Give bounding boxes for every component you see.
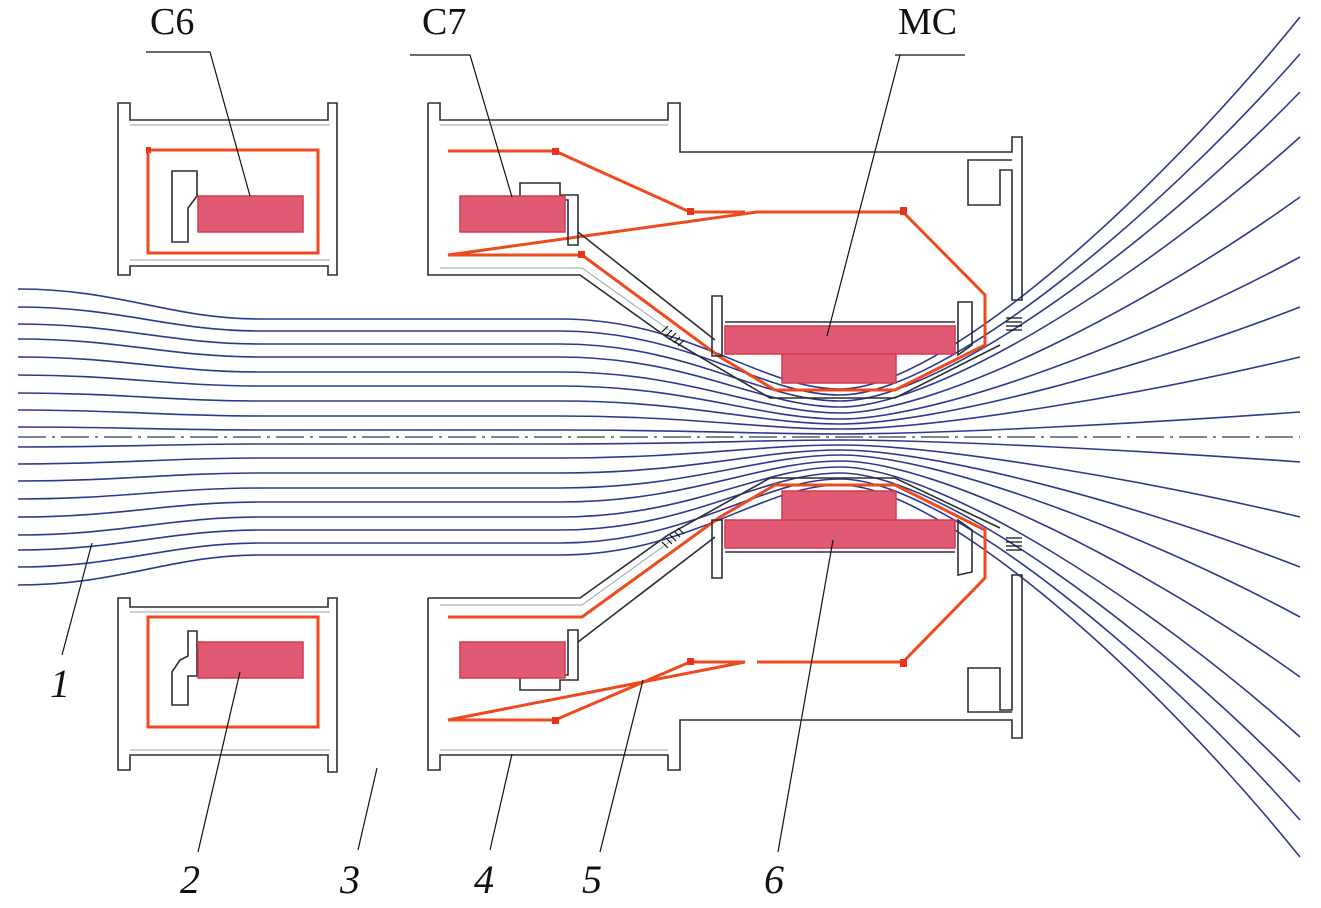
c7-upper-coil: [459, 195, 566, 233]
field-line: [17, 196, 1301, 414]
shield-marker: [687, 658, 694, 665]
label-6: 6: [764, 857, 784, 902]
leader-5: [599, 679, 644, 853]
leader-mc: [826, 54, 965, 337]
c7-upper-housing-profile: [427, 103, 1001, 399]
c6-lower-housing: [117, 597, 338, 773]
leader-4: [489, 753, 513, 851]
label-2: 2: [180, 857, 200, 902]
c7-lower-coil: [459, 641, 566, 679]
label-3: 3: [339, 857, 360, 902]
mc-upper-flanges: [711, 295, 973, 357]
leader-2: [197, 671, 241, 853]
c6-lower-coil: [197, 641, 304, 679]
label-1: 1: [50, 661, 70, 706]
shield-marker: [687, 208, 694, 215]
field-line: [17, 256, 1301, 420]
field-line: [17, 484, 1301, 858]
mc-lower-coil: [724, 519, 956, 549]
mc-lower-coil-step: [781, 490, 897, 521]
c6-lower-pole: [171, 630, 198, 706]
c6-upper-housing: [117, 102, 338, 276]
c7-upper-link-rod: [577, 231, 716, 341]
leader-1: [61, 542, 93, 656]
c7-lower-housing: [427, 574, 1023, 771]
c7-mc-lower-assembly: [427, 477, 1023, 771]
leader-c7: [410, 54, 513, 198]
label-c7: C7: [422, 1, 466, 43]
field-line: [17, 136, 1301, 408]
field-line: [17, 444, 1301, 518]
leader-c6: [146, 51, 251, 197]
c7-upper-housing-inner: [440, 124, 673, 333]
magnetic-field-lines: [17, 16, 1301, 858]
c6-lower-housing-inner: [130, 611, 330, 751]
shield-marker: [552, 148, 559, 155]
leader-3: [357, 767, 378, 851]
c7-lower-link-rod: [577, 536, 716, 643]
field-line: [17, 449, 1301, 568]
c6-upper-housing-inner: [130, 124, 330, 261]
c6-lower-shield: [146, 615, 320, 729]
label-4: 4: [474, 857, 494, 902]
c6-upper-shield: [146, 148, 320, 255]
shield-marker: [900, 207, 907, 215]
bellows-upper: [661, 317, 1022, 347]
field-line: [17, 306, 1301, 425]
field-line: [17, 478, 1301, 821]
c6-upper-coil: [197, 195, 304, 233]
bellows-lower: [661, 527, 1022, 551]
c7-mc-upper-assembly: [427, 102, 1023, 399]
field-line: [17, 466, 1301, 738]
field-line: [17, 460, 1301, 678]
c6-upper-pole: [171, 170, 198, 243]
field-line: [17, 53, 1301, 396]
field-line: [17, 472, 1301, 783]
c7-lower-housing-inner: [440, 539, 673, 751]
c7-upper-shield: [447, 149, 987, 392]
field-line: [17, 16, 1301, 390]
leader-lines: [61, 51, 965, 853]
label-5: 5: [582, 857, 602, 902]
shield-marker: [146, 147, 151, 153]
shield-marker: [900, 659, 907, 667]
c7-upper-housing: [428, 102, 1023, 301]
c6-lower-assembly: [117, 597, 338, 773]
label-mc: MC: [898, 1, 957, 43]
shield-marker: [578, 251, 585, 258]
leader-6: [777, 539, 834, 853]
field-line: [17, 356, 1301, 430]
label-c6: C6: [150, 1, 194, 43]
field-line: [17, 454, 1301, 618]
shield-marker: [552, 717, 559, 724]
c6-upper-assembly: [117, 102, 338, 276]
mc-lower-flanges: [711, 518, 973, 579]
c7-lower-housing-profile: [428, 477, 1001, 599]
field-line: [17, 411, 1301, 435]
field-line: [17, 439, 1301, 463]
mc-upper-coil: [724, 325, 956, 355]
mc-upper-coil-step: [781, 353, 897, 384]
